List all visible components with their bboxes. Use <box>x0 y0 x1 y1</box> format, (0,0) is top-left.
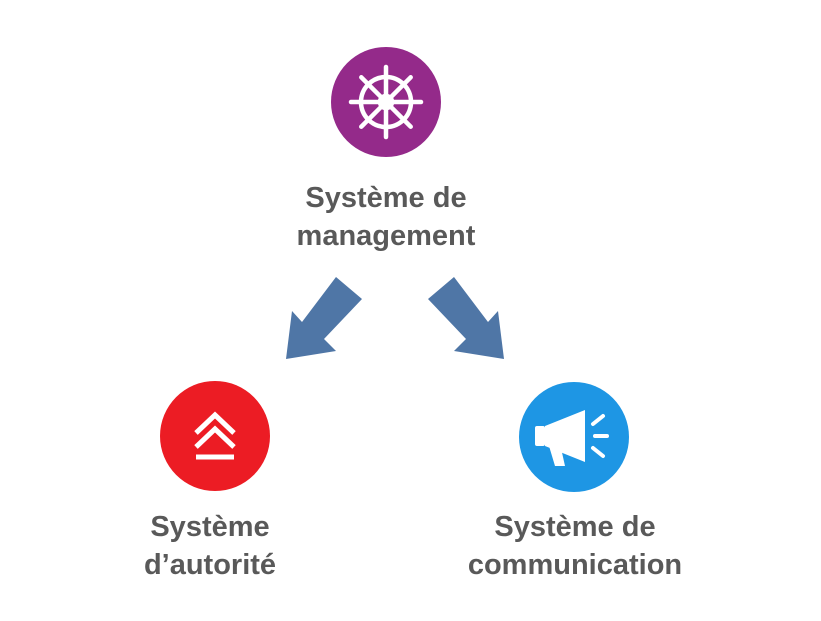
management-label-line1: Système de <box>305 182 467 214</box>
authority-label-line1: Système <box>150 511 270 543</box>
management-node-icon <box>331 47 441 157</box>
management-label-line2: management <box>296 220 476 252</box>
arrow-down-right <box>428 277 504 359</box>
management-label: Système de management <box>236 179 536 255</box>
double-chevron-up-icon <box>160 381 270 491</box>
megaphone-icon <box>519 382 629 492</box>
authority-label-line2: d’autorité <box>143 549 277 581</box>
communication-label-line1: Système de <box>494 511 656 543</box>
communication-label-line2: communication <box>467 549 683 581</box>
arrow-down-left <box>286 277 362 359</box>
communication-node-icon <box>519 382 629 492</box>
authority-node-icon <box>160 381 270 491</box>
ship-wheel-icon <box>331 47 441 157</box>
authority-label: Système d’autorité <box>80 508 340 584</box>
communication-label: Système de communication <box>430 508 720 584</box>
